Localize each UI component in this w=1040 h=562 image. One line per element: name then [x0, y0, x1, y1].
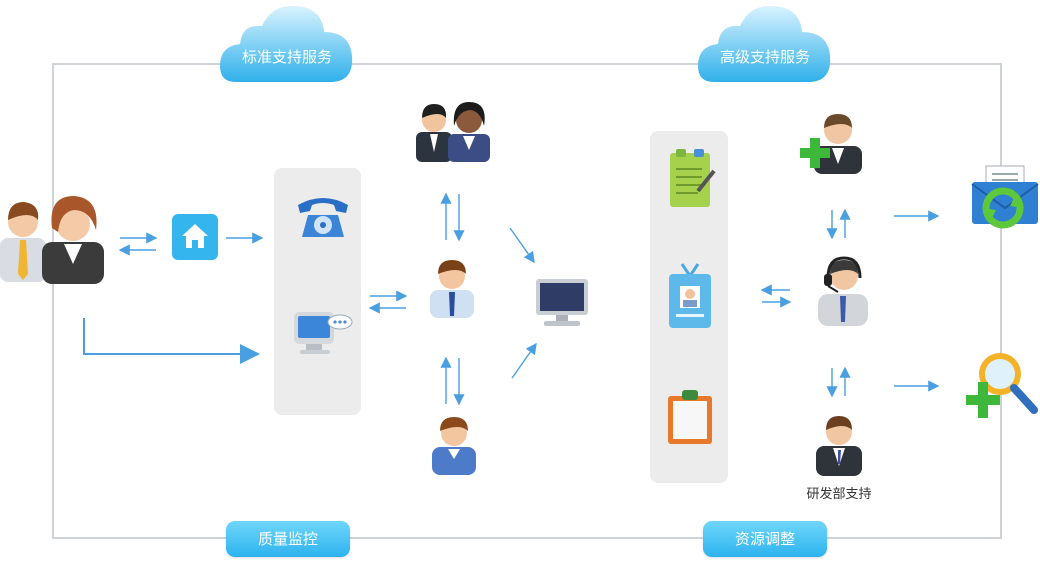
arrow-person-to-monitor	[511, 342, 537, 379]
staff-pair-icon	[416, 100, 492, 162]
cloud-icon	[220, 5, 353, 83]
flow-frame	[52, 63, 1002, 539]
cloud-icon	[698, 5, 831, 83]
advanced-support-label: 高级支持服务	[719, 48, 810, 66]
standard-support-cloud: 标准支持服务	[218, 2, 356, 90]
person-icon	[430, 415, 478, 475]
home-icon	[172, 214, 218, 260]
arrow-direct-channel	[83, 318, 260, 364]
headset-agent-icon	[816, 254, 870, 326]
telephone-icon	[292, 193, 354, 241]
monitor-icon	[534, 277, 590, 329]
advanced-support-cloud: 高级支持服务	[696, 2, 834, 90]
computer-chat-icon	[292, 306, 354, 356]
id-badge-icon	[666, 262, 714, 330]
arrow-staff-to-monitor	[509, 227, 535, 264]
agent-icon	[428, 256, 476, 318]
search-add-icon	[966, 352, 1040, 422]
add-expert-icon	[800, 108, 864, 174]
resource-adjustment-badge: 资源调整	[703, 521, 827, 557]
rnd-support-caption: 研发部支持	[806, 487, 872, 502]
quality-monitoring-badge: 质量监控	[226, 521, 350, 557]
clipboard-icon	[666, 390, 714, 446]
developer-icon	[814, 414, 864, 476]
standard-support-label: 标准支持服务	[241, 48, 332, 66]
notepad-icon	[668, 147, 716, 209]
customers-icon	[0, 188, 108, 284]
mail-sync-icon	[970, 164, 1040, 238]
